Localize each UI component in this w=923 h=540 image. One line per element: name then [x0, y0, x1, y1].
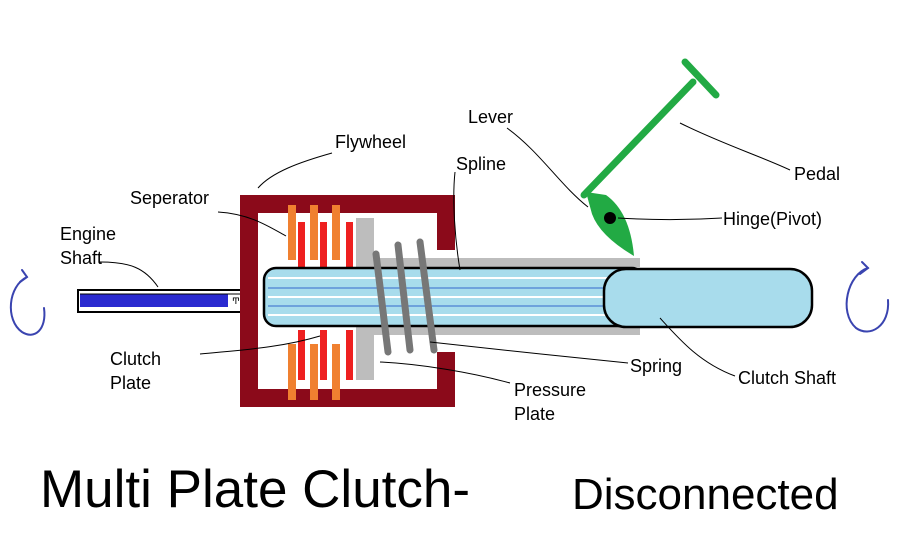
- springs: [372, 238, 438, 356]
- clutch-plate-label-line1: Clutch: [110, 349, 162, 369]
- seperator-label: Seperator: [130, 188, 210, 208]
- separator-plates: [288, 205, 340, 400]
- splined-shaft: [262, 266, 646, 328]
- flywheel-label: Flywheel: [335, 132, 407, 152]
- engine-shaft: Ͳ: [77, 289, 243, 313]
- engine-shaft-label-line2: Shaft: [60, 248, 103, 268]
- diagram-state-title: Disconnected: [572, 470, 839, 519]
- spring-label: Spring: [630, 356, 683, 376]
- spline-label: Spline: [456, 154, 507, 174]
- pedal-label: Pedal: [794, 164, 841, 184]
- hinge-label: Hinge(Pivot): [723, 209, 823, 229]
- pivot-dot-icon: [604, 212, 616, 224]
- engine-shaft-label-line1: Engine: [60, 224, 117, 244]
- pressure-plate-label-line2: Plate: [514, 404, 556, 424]
- pressure-plate-label-line1: Pressure: [514, 380, 587, 400]
- rotation-arrow-icon: [845, 261, 890, 333]
- clutch-shaft: [602, 267, 814, 329]
- svg-text:Ͳ: Ͳ: [232, 296, 240, 306]
- clutch-plate-label-line2: Plate: [110, 373, 152, 393]
- lever-label: Lever: [468, 107, 514, 127]
- diagram-title: Multi Plate Clutch-: [40, 460, 471, 519]
- clutch-shaft-label: Clutch Shaft: [738, 368, 837, 388]
- rotation-arrow-icon: [9, 269, 46, 336]
- clutch-plates: [298, 222, 353, 380]
- clutch-lever: [580, 58, 720, 199]
- leader-lines: [99, 122, 791, 384]
